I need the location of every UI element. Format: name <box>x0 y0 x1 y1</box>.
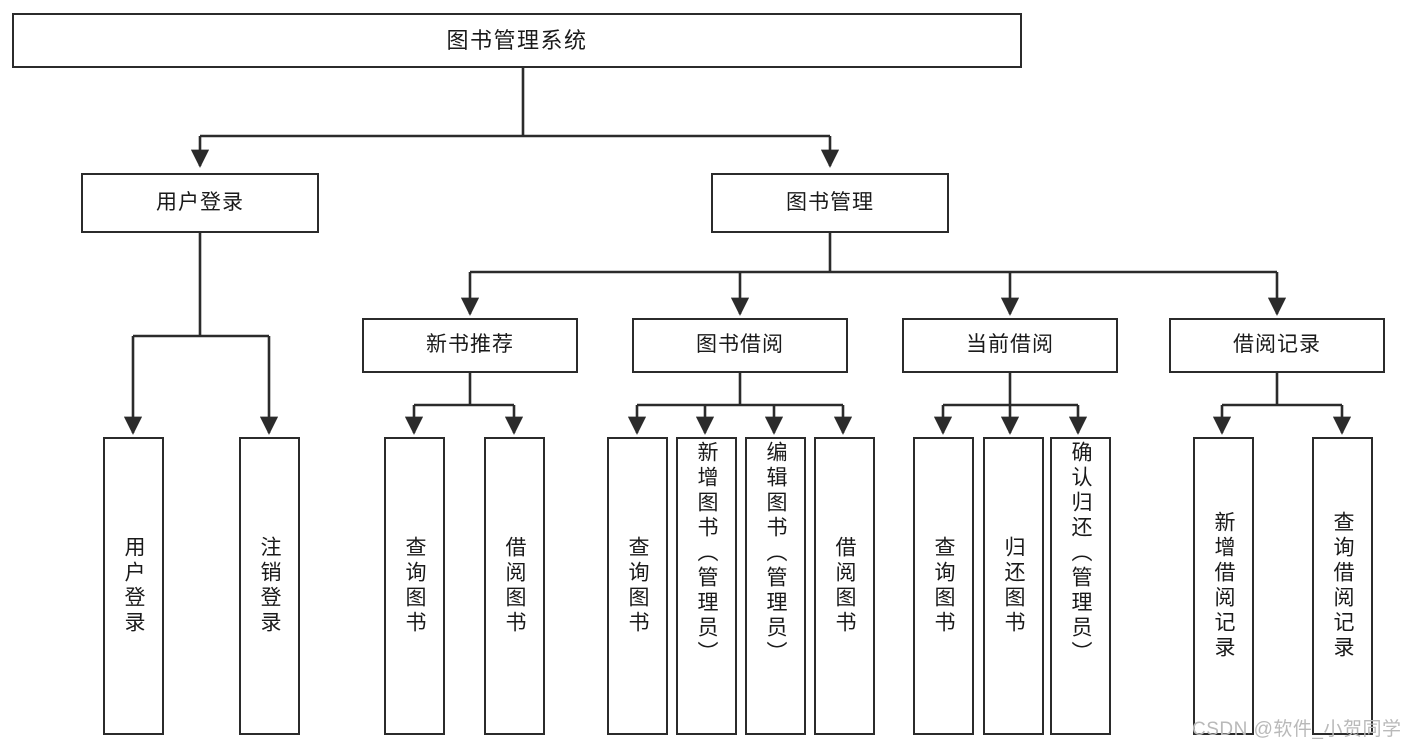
leaf-borrow-borrow-book[interactable]: 借阅图书 <box>814 437 875 735</box>
node-root-system[interactable]: 图书管理系统 <box>12 13 1022 68</box>
leaf-user-login-signin[interactable]: 用户登录 <box>103 437 164 735</box>
leaf-borrow-add-book-admin[interactable]: 新增图书（管理员） <box>676 437 737 735</box>
leaf-recommend-query-book[interactable]: 查询图书 <box>384 437 445 735</box>
node-label: 用户登录 <box>122 536 145 636</box>
node-current-borrow[interactable]: 当前借阅 <box>902 318 1118 373</box>
node-label: 新书推荐 <box>426 333 514 357</box>
node-label: 编辑图书（管理员） <box>764 441 787 666</box>
leaf-current-query-book[interactable]: 查询图书 <box>913 437 974 735</box>
node-label: 新增图书（管理员） <box>695 441 718 666</box>
node-label: 查询图书 <box>626 536 649 636</box>
node-label: 当前借阅 <box>966 333 1054 357</box>
node-label: 借阅图书 <box>833 536 856 636</box>
node-label: 图书管理系统 <box>446 27 588 53</box>
node-label: 查询图书 <box>932 536 955 636</box>
node-label: 借阅图书 <box>503 536 526 636</box>
leaf-record-add-record[interactable]: 新增借阅记录 <box>1193 437 1254 735</box>
leaf-recommend-borrow-book[interactable]: 借阅图书 <box>484 437 545 735</box>
node-new-book-recommend[interactable]: 新书推荐 <box>362 318 578 373</box>
node-label: 用户登录 <box>156 190 244 214</box>
leaf-current-return-book[interactable]: 归还图书 <box>983 437 1044 735</box>
leaf-borrow-edit-book-admin[interactable]: 编辑图书（管理员） <box>745 437 806 735</box>
node-user-login[interactable]: 用户登录 <box>81 173 319 233</box>
node-label: 新增借阅记录 <box>1212 511 1235 661</box>
node-label: 图书借阅 <box>696 333 784 357</box>
node-book-borrow[interactable]: 图书借阅 <box>632 318 848 373</box>
leaf-user-login-signout[interactable]: 注销登录 <box>239 437 300 735</box>
leaf-borrow-query-book[interactable]: 查询图书 <box>607 437 668 735</box>
node-label: 图书管理 <box>786 190 874 214</box>
node-label: 查询图书 <box>403 536 426 636</box>
node-book-management[interactable]: 图书管理 <box>711 173 949 233</box>
leaf-current-confirm-return-admin[interactable]: 确认归还（管理员） <box>1050 437 1111 735</box>
node-borrow-record[interactable]: 借阅记录 <box>1169 318 1385 373</box>
node-label: 确认归还（管理员） <box>1069 441 1092 666</box>
node-label: 借阅记录 <box>1233 333 1321 357</box>
csdn-watermark: CSDN @软件_小贺同学 <box>1192 719 1402 740</box>
leaf-record-query-record[interactable]: 查询借阅记录 <box>1312 437 1373 735</box>
node-label: 查询借阅记录 <box>1331 511 1354 661</box>
node-label: 归还图书 <box>1002 536 1025 636</box>
node-label: 注销登录 <box>258 536 281 636</box>
